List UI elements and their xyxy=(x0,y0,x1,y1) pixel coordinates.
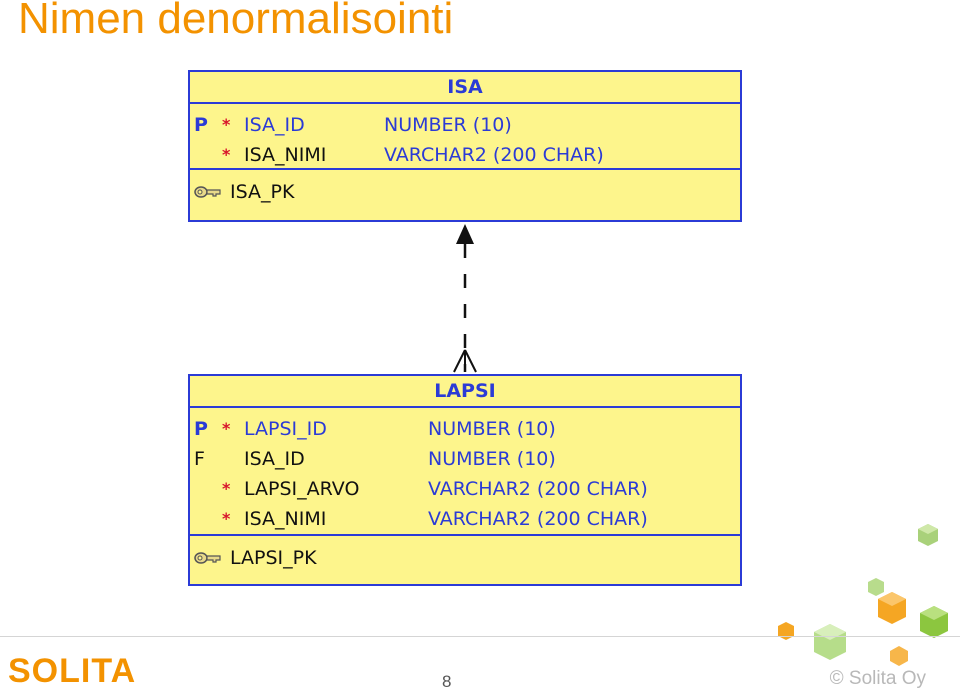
copyright: © Solita Oy xyxy=(829,668,926,689)
required-marker: * xyxy=(222,115,231,134)
column-name: ISA_ID xyxy=(244,448,305,470)
column-name: ISA_ID xyxy=(244,114,305,136)
required-marker: * xyxy=(222,509,231,528)
key-name: LAPSI_PK xyxy=(230,547,317,569)
footer-divider xyxy=(0,636,960,637)
solita-logo: SOLITA xyxy=(8,652,137,690)
column-row: P * LAPSI_ID NUMBER (10) xyxy=(190,414,740,444)
primary-key-row: ISA_PK xyxy=(190,170,740,214)
entity-lapsi-header: LAPSI xyxy=(190,376,740,408)
column-type: VARCHAR2 (200 CHAR) xyxy=(428,478,648,500)
entity-lapsi-columns: P * LAPSI_ID NUMBER (10) F ISA_ID NUMBER… xyxy=(190,408,740,536)
required-marker: * xyxy=(222,419,231,438)
entity-isa-columns: P * ISA_ID NUMBER (10) * ISA_NIMI VARCHA… xyxy=(190,104,740,170)
column-name: ISA_NIMI xyxy=(244,144,327,166)
column-type: NUMBER (10) xyxy=(428,418,556,440)
cube-decoration xyxy=(778,524,948,666)
column-name: LAPSI_ID xyxy=(244,418,327,440)
column-row: * ISA_NIMI VARCHAR2 (200 CHAR) xyxy=(190,504,740,534)
arrow-head-icon xyxy=(456,224,474,244)
entity-isa[interactable]: ISA P * ISA_ID NUMBER (10) * ISA_NIMI VA… xyxy=(188,70,742,222)
column-row: * ISA_NIMI VARCHAR2 (200 CHAR) xyxy=(190,140,740,170)
column-flag: P xyxy=(194,114,208,136)
column-name: LAPSI_ARVO xyxy=(244,478,360,500)
required-marker: * xyxy=(222,145,231,164)
column-flag: F xyxy=(194,448,205,470)
column-flag: P xyxy=(194,418,208,440)
column-type: NUMBER (10) xyxy=(428,448,556,470)
page-number: 8 xyxy=(442,672,452,691)
primary-key-row: LAPSI_PK xyxy=(190,536,740,580)
key-icon xyxy=(194,552,221,564)
entity-lapsi[interactable]: LAPSI P * LAPSI_ID NUMBER (10) F ISA_ID … xyxy=(188,374,742,586)
column-row: P * ISA_ID NUMBER (10) xyxy=(190,110,740,140)
column-type: VARCHAR2 (200 CHAR) xyxy=(384,144,604,166)
column-type: NUMBER (10) xyxy=(384,114,512,136)
key-icon xyxy=(194,186,221,198)
slide-title: Nimen denormalisointi xyxy=(18,0,454,43)
column-row: * LAPSI_ARVO VARCHAR2 (200 CHAR) xyxy=(190,474,740,504)
column-type: VARCHAR2 (200 CHAR) xyxy=(428,508,648,530)
column-row: F ISA_ID NUMBER (10) xyxy=(190,444,740,474)
crowfoot-icon xyxy=(453,349,477,373)
column-name: ISA_NIMI xyxy=(244,508,327,530)
relationship-connector xyxy=(453,224,477,373)
entity-isa-header: ISA xyxy=(190,72,740,104)
required-marker: * xyxy=(222,479,231,498)
key-name: ISA_PK xyxy=(230,181,295,203)
